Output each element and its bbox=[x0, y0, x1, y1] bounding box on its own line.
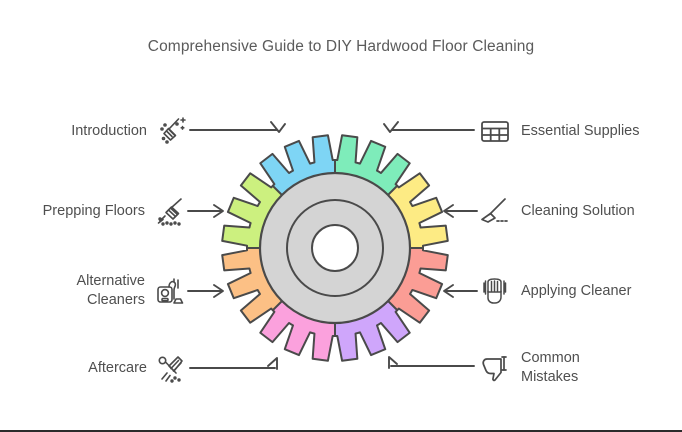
node-cleaning-solution[interactable]: Cleaning Solution bbox=[478, 183, 678, 239]
node-common-mistakes[interactable]: Common Mistakes bbox=[478, 340, 678, 396]
gear-hub bbox=[258, 171, 412, 325]
sweeping-broom-icon bbox=[154, 194, 188, 228]
node-label-prepping-floors: Prepping Floors bbox=[42, 202, 145, 219]
node-label-essential-supplies: Essential Supplies bbox=[521, 122, 640, 139]
mop-icon bbox=[478, 194, 512, 228]
page-title: Comprehensive Guide to DIY Hardwood Floo… bbox=[147, 38, 535, 55]
node-essential-supplies[interactable]: Essential Supplies bbox=[478, 103, 678, 159]
vacuum-cleaner-icon bbox=[154, 274, 188, 308]
gear-svg bbox=[221, 134, 449, 362]
sparkle-broom-icon bbox=[156, 114, 190, 148]
node-label-cleaning-solution: Cleaning Solution bbox=[521, 202, 635, 219]
node-alternative-cleaners[interactable]: Alternative Cleaners bbox=[10, 263, 188, 319]
gear-diagram bbox=[195, 134, 475, 364]
mop-dust-icon bbox=[156, 351, 190, 385]
grid-table-icon bbox=[478, 114, 512, 148]
node-label-common-mistakes: Common Mistakes bbox=[521, 350, 580, 385]
arrowhead-essential-supplies bbox=[383, 121, 399, 133]
node-label-aftercare: Aftercare bbox=[88, 359, 147, 376]
node-aftercare[interactable]: Aftercare bbox=[10, 340, 190, 396]
arrowhead-introduction bbox=[270, 121, 286, 133]
thumbs-down-icon bbox=[478, 351, 512, 385]
node-label-alternative-cleaners: Alternative Cleaners bbox=[76, 273, 145, 308]
node-label-introduction: Introduction bbox=[71, 122, 147, 139]
node-label-applying-cleaner: Applying Cleaner bbox=[521, 282, 632, 299]
node-introduction[interactable]: Introduction bbox=[10, 103, 190, 159]
scrubbing-hand-icon bbox=[478, 274, 512, 308]
node-applying-cleaner[interactable]: Applying Cleaner bbox=[478, 263, 678, 319]
node-prepping-floors[interactable]: Prepping Floors bbox=[10, 183, 188, 239]
